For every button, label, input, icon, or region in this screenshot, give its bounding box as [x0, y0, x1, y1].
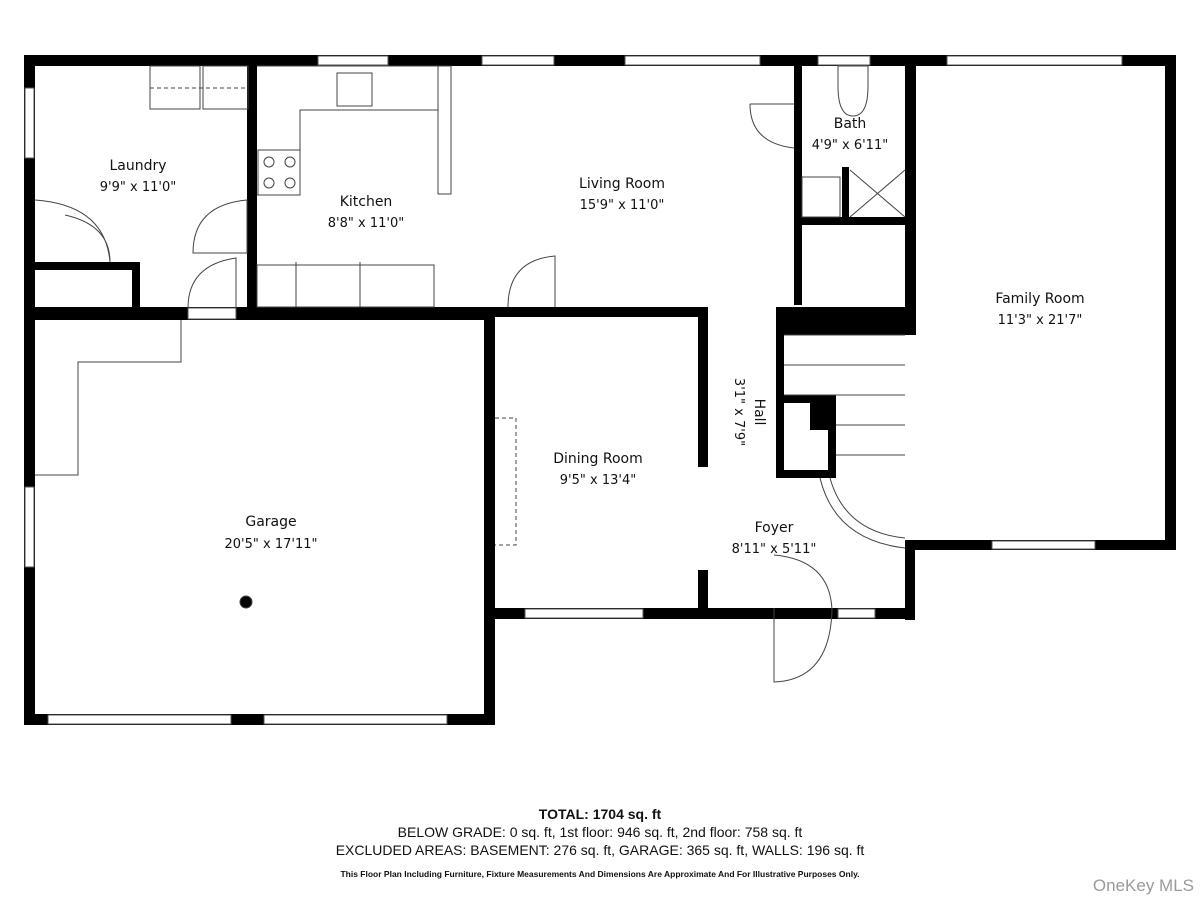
- floor-breakdown: BELOW GRADE: 0 sq. ft, 1st floor: 946 sq…: [397, 824, 803, 840]
- room-dims-living: 15'9" x 11'0": [580, 198, 665, 213]
- room-name-family: Family Room: [995, 291, 1084, 307]
- room-name-foyer: Foyer: [755, 520, 794, 536]
- room-dims-laundry: 9'9" x 11'0": [100, 180, 176, 195]
- room-dims-family: 11'3" x 21'7": [998, 313, 1083, 328]
- floor-plan: Laundry 9'9" x 11'0" Kitchen 8'8" x 11'0…: [24, 55, 1176, 725]
- disclaimer: This Floor Plan Including Furniture, Fix…: [340, 869, 860, 879]
- room-dims-bath: 4'9" x 6'11": [812, 138, 888, 153]
- room-dims-hall: 3'1" x 7'9": [731, 378, 746, 446]
- room-dims-garage: 20'5" x 17'11": [225, 537, 318, 552]
- watermark: OneKey MLS: [1092, 876, 1194, 895]
- room-name-bath: Bath: [834, 116, 867, 132]
- windows: [24, 55, 1123, 725]
- fixtures: [34, 65, 906, 683]
- room-name-laundry: Laundry: [109, 158, 166, 174]
- room-labels: Laundry 9'9" x 11'0" Kitchen 8'8" x 11'0…: [100, 116, 1085, 557]
- room-dims-dining: 9'5" x 13'4": [560, 473, 636, 488]
- room-name-dining: Dining Room: [553, 451, 643, 467]
- total-area: TOTAL: 1704 sq. ft: [538, 806, 662, 822]
- walls: [24, 55, 1176, 725]
- room-name-hall: Hall: [751, 399, 767, 426]
- excluded-areas: EXCLUDED AREAS: BASEMENT: 276 sq. ft, GA…: [335, 842, 865, 858]
- room-name-garage: Garage: [245, 514, 296, 530]
- room-dims-foyer: 8'11" x 5'11": [732, 542, 817, 557]
- room-dims-kitchen: 8'8" x 11'0": [328, 216, 404, 231]
- room-name-kitchen: Kitchen: [340, 194, 393, 210]
- room-name-living: Living Room: [579, 176, 665, 192]
